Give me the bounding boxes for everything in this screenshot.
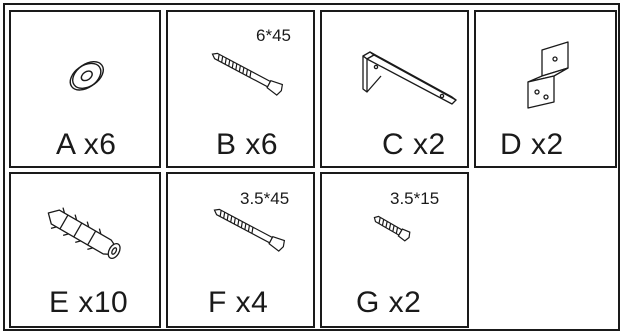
part-cell-b: 6*45 B x6 [166, 10, 315, 168]
part-cell-c: C x2 [320, 10, 469, 168]
part-cell-e: E x10 [9, 172, 161, 328]
part-spec-b: 6*45 [256, 27, 291, 44]
part-label-a: A x6 [56, 130, 116, 160]
screw-icon [212, 50, 302, 110]
wall-anchor-icon [47, 206, 143, 272]
part-label-f: F x4 [208, 288, 268, 318]
part-label-d: D x2 [500, 130, 564, 160]
part-label-g: G x2 [356, 288, 421, 318]
part-cell-g: 3.5*15 G x2 [320, 172, 469, 328]
part-cell-a: A x6 [9, 10, 161, 168]
part-label-e: E x10 [49, 288, 128, 318]
part-label-b: B x6 [216, 130, 278, 160]
part-spec-g: 3.5*15 [390, 190, 439, 207]
screw-icon [214, 206, 304, 266]
part-label-c: C x2 [382, 130, 446, 160]
part-cell-f: 3.5*45 F x4 [166, 172, 315, 328]
part-cell-d: D x2 [474, 10, 617, 168]
short-screw-icon [374, 214, 424, 250]
corner-bracket-icon [522, 42, 578, 112]
l-bracket-icon [356, 42, 464, 112]
part-spec-f: 3.5*45 [240, 190, 289, 207]
washer-icon [63, 50, 113, 100]
